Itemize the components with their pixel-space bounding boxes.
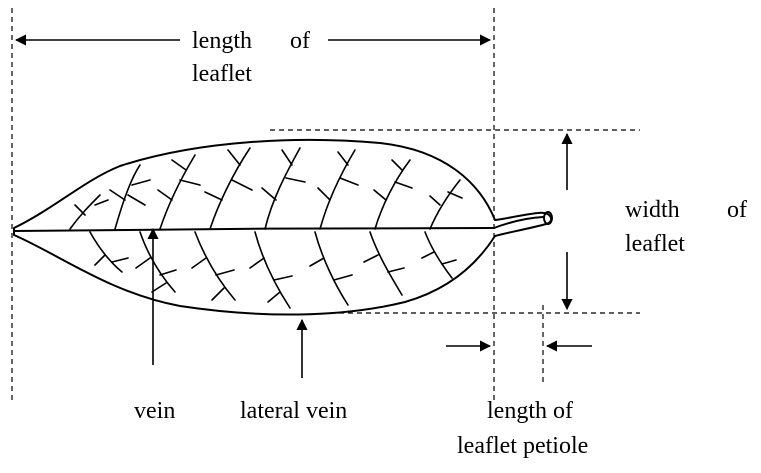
- length-label-word: length: [192, 28, 252, 54]
- petiole-label-line2: leaflet petiole: [457, 433, 588, 459]
- width-label-of: of: [727, 197, 747, 223]
- petiole-label-line1: length of: [487, 398, 573, 424]
- length-label-leaflet: leaflet: [192, 61, 252, 87]
- vein-label: vein: [134, 398, 175, 424]
- width-label-word: width: [625, 197, 680, 223]
- leaflet-drawing: [14, 140, 552, 315]
- lateral-veins-upper: [70, 148, 462, 229]
- vein-pointers: [153, 229, 302, 378]
- width-label-leaflet: leaflet: [625, 231, 685, 257]
- midrib: [14, 228, 494, 231]
- dashed-guides: [12, 8, 640, 402]
- lateral-vein-label: lateral vein: [240, 398, 347, 424]
- length-label-of: of: [290, 28, 310, 54]
